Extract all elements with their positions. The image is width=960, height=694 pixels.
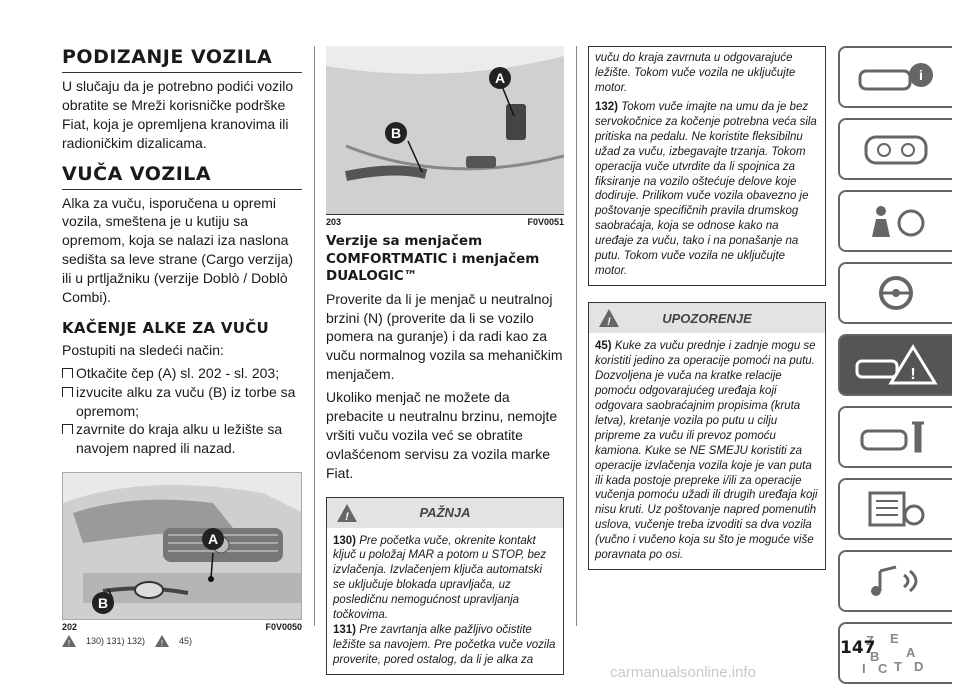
paragraph-lifting: U slučaju da je potrebno podići vozilo o… xyxy=(62,78,294,151)
tab-multimedia[interactable] xyxy=(838,550,952,612)
chapter-tabs: i ! Z E B A C T D I xyxy=(834,46,960,694)
svg-text:!: ! xyxy=(910,366,915,383)
tow-eye-socket-illustration: A B xyxy=(326,46,564,214)
paragraph-hook-intro: Postupiti na sledeći način: xyxy=(62,341,224,358)
svg-text:E: E xyxy=(890,631,899,646)
note-130: 130) Pre početka vuče, okrenite kontakt … xyxy=(333,534,547,622)
svg-text:!: ! xyxy=(68,639,70,647)
callout-b xyxy=(92,592,114,615)
paragraph-towing: Alka za vuču, isporučena u opremi vozila… xyxy=(62,194,294,306)
note-131: 131) Pre zavrtanja alke pažljivo očistit… xyxy=(333,624,556,667)
svg-text:B: B xyxy=(391,125,401,141)
attention-header: ! PAŽNJA xyxy=(327,497,563,528)
tab-maintenance[interactable] xyxy=(838,406,952,468)
multimedia-icon xyxy=(871,565,918,596)
safety-icon xyxy=(872,206,925,237)
warning-triangle-icon: ! xyxy=(855,344,938,385)
svg-text:Z: Z xyxy=(866,633,874,648)
page-number: 147 xyxy=(840,638,876,658)
bullet-1: Otkačite čep (A) sl. 202 - sl. 203; xyxy=(62,364,302,383)
svg-text:!: ! xyxy=(607,316,611,327)
callout-b xyxy=(385,122,407,144)
svg-text:I: I xyxy=(862,661,866,675)
heading-towing: VUČA VOZILA xyxy=(62,163,302,190)
index-icon: Z E B A C T D I xyxy=(862,631,923,675)
attention-box-continued: vuču do kraja zavrnuta u odgovarajuće le… xyxy=(588,46,826,287)
heading-gearbox: Verzije sa menjačem COMFORTMATIC i menja… xyxy=(326,233,540,285)
svg-text:A: A xyxy=(906,645,916,660)
callout-a xyxy=(202,528,224,551)
svg-text:i: i xyxy=(919,67,923,83)
car-info-icon: i xyxy=(858,63,933,91)
dashboard-icon xyxy=(864,135,928,165)
svg-text:B: B xyxy=(98,595,108,611)
figure-202-notes: ! 130) 131) 132) ! 45) xyxy=(62,635,302,648)
svg-text:D: D xyxy=(914,659,923,674)
svg-text:C: C xyxy=(878,661,888,675)
note-132: 132) Tokom vuče imajte na umu da je bez … xyxy=(595,100,817,278)
warning-header: ! UPOZORENJE xyxy=(589,303,825,334)
warning-icon: ! xyxy=(155,635,170,648)
figure-203: A B xyxy=(326,46,564,215)
svg-text:A: A xyxy=(208,531,218,547)
paragraph-gearbox-1: Proverite da li je menjač u neutralnoj b… xyxy=(326,290,563,383)
tech-data-icon xyxy=(868,491,925,527)
watermark: carmanualsonline.info xyxy=(610,664,756,681)
warning-icon: ! xyxy=(599,309,619,328)
column-divider xyxy=(576,46,577,626)
tab-dashboard[interactable] xyxy=(838,118,952,180)
bullet-2: izvucite alku za vuču (B) iz torbe sa op… xyxy=(62,383,302,421)
tab-tech-data[interactable] xyxy=(838,478,952,540)
paragraph-gearbox-2: Ukoliko menjač ne možete da prebacite u … xyxy=(326,389,558,481)
tab-safety[interactable] xyxy=(838,190,952,252)
heading-lifting: PODIZANJE VOZILA xyxy=(62,46,302,73)
car-front-illustration: A B xyxy=(63,473,301,620)
tab-index[interactable]: Z E B A C T D I xyxy=(838,622,952,684)
column-divider xyxy=(314,46,315,626)
warning-box: ! UPOZORENJE 45) Kuke za vuču prednje i … xyxy=(588,302,826,571)
heading-hook: KAČENJE ALKE ZA VUČU xyxy=(62,318,270,337)
tab-car-info[interactable]: i xyxy=(838,46,952,108)
svg-text:!: ! xyxy=(345,511,349,522)
warning-icon: ! xyxy=(337,503,357,522)
note-131-continued: vuču do kraja zavrnuta u odgovarajuće le… xyxy=(595,52,796,94)
maintenance-icon xyxy=(860,421,924,453)
bullet-3: zavrnite do kraja alku u ležište sa navo… xyxy=(62,420,302,458)
svg-text:T: T xyxy=(894,659,902,674)
svg-text:B: B xyxy=(870,649,879,664)
column-1: PODIZANJE VOZILA U slučaju da je potrebn… xyxy=(62,46,302,648)
column-3: vuču do kraja zavrnuta u odgovarajuće le… xyxy=(588,46,826,571)
svg-text:A: A xyxy=(495,70,505,86)
steering-wheel-icon xyxy=(879,276,913,310)
tab-start-drive[interactable] xyxy=(838,262,952,324)
svg-text:!: ! xyxy=(161,639,163,647)
attention-box: ! PAŽNJA 130) Pre početka vuče, okrenite… xyxy=(326,496,564,675)
figure-202: A B xyxy=(62,472,302,621)
warning-icon: ! xyxy=(62,635,76,648)
callout-a xyxy=(489,67,511,89)
note-45: 45) Kuke za vuču prednje i zadnje mogu s… xyxy=(595,340,818,562)
tab-emergency[interactable]: ! xyxy=(838,334,952,396)
